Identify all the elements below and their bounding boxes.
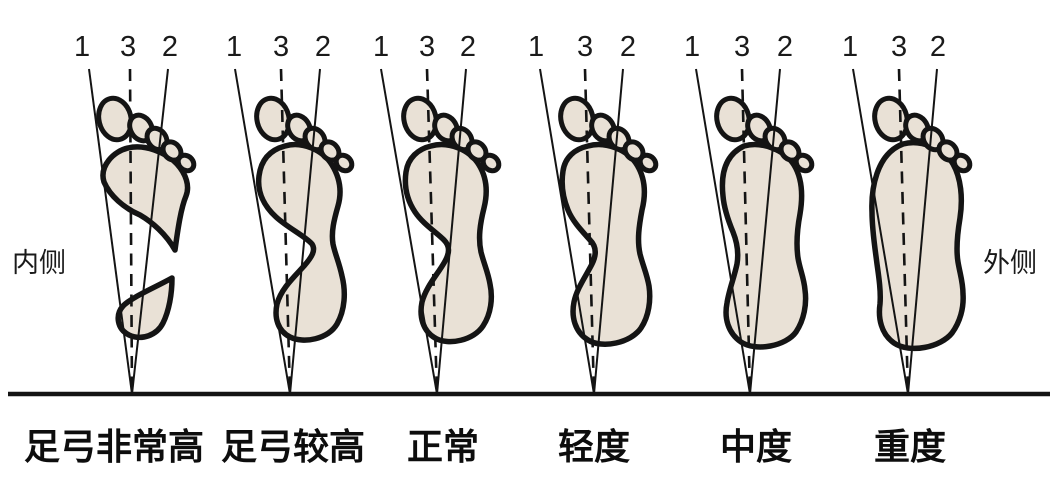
line-label-1: 1 (74, 31, 90, 63)
big-toe-print (872, 95, 910, 143)
toe-print-5 (951, 152, 973, 174)
foot-group-very-high-arch: 1 3 2 (74, 31, 197, 395)
foot-type-label-mild: 轻度 (558, 426, 630, 467)
medial-tangent-line (695, 68, 751, 395)
medial-tangent-line (88, 68, 133, 395)
heel-print (115, 275, 175, 341)
toe-print-5 (793, 152, 815, 174)
foot-group-mild: 1 3 2 (528, 31, 659, 395)
foot-type-label-severe: 重度 (874, 426, 946, 467)
lateral-tangent-line (749, 68, 781, 395)
sole-print (255, 142, 348, 343)
line-label-2: 2 (777, 31, 793, 63)
toe-print-5 (333, 152, 355, 174)
line-label-2: 2 (930, 31, 946, 63)
sole-print (869, 140, 966, 352)
axis-dashed-line (128, 68, 134, 395)
big-toe-print (254, 95, 292, 143)
toe-print-5 (175, 152, 197, 174)
toe-print-5 (637, 152, 659, 174)
toe-print-5 (480, 152, 502, 174)
sole-print (559, 142, 653, 347)
lateral-tangent-line (907, 68, 938, 395)
line-label-1: 1 (226, 31, 242, 63)
line-label-3: 3 (120, 31, 136, 63)
side-label-medial: 内侧 (12, 248, 66, 278)
lateral-tangent-line (289, 68, 321, 395)
axis-dashed-line (897, 68, 910, 395)
foot-group-high-arch: 1 3 2 (226, 31, 355, 395)
line-label-1: 1 (842, 31, 858, 63)
big-toe-print (401, 95, 439, 143)
medial-tangent-line (852, 68, 909, 395)
foot-group-severe: 1 3 2 (842, 31, 973, 395)
line-label-2: 2 (460, 31, 476, 63)
line-label-2: 2 (315, 31, 331, 63)
line-label-3: 3 (734, 31, 750, 63)
medial-tangent-line (234, 68, 291, 395)
axis-dashed-line (425, 68, 439, 395)
line-label-3: 3 (577, 31, 593, 63)
foot-type-label-high-arch: 足弓较高 (221, 426, 365, 467)
axis-dashed-line (279, 68, 292, 395)
foot-type-label-moderate: 中度 (720, 426, 792, 467)
line-label-3: 3 (273, 31, 289, 63)
line-label-2: 2 (620, 31, 636, 63)
line-label-2: 2 (162, 31, 178, 63)
foot-type-label-normal: 正常 (407, 426, 479, 467)
sole-print (402, 142, 495, 345)
medial-tangent-line (380, 68, 438, 395)
big-toe-print (558, 95, 596, 143)
line-label-3: 3 (419, 31, 435, 63)
big-toe-print (714, 95, 752, 143)
lateral-tangent-line (436, 68, 467, 395)
line-label-1: 1 (528, 31, 544, 63)
line-label-3: 3 (891, 31, 907, 63)
lateral-tangent-line (131, 68, 169, 395)
axis-dashed-line (740, 68, 752, 395)
axis-dashed-line (583, 68, 596, 395)
lateral-tangent-line (593, 68, 624, 395)
foot-type-label-very-high-arch: 足弓非常高 (24, 426, 204, 467)
foot-group-moderate: 1 3 2 (684, 31, 815, 395)
foot-group-normal: 1 3 2 (373, 31, 502, 395)
side-label-lateral: 外侧 (983, 248, 1037, 278)
line-label-1: 1 (684, 31, 700, 63)
line-label-1: 1 (373, 31, 389, 63)
medial-tangent-line (539, 68, 595, 395)
